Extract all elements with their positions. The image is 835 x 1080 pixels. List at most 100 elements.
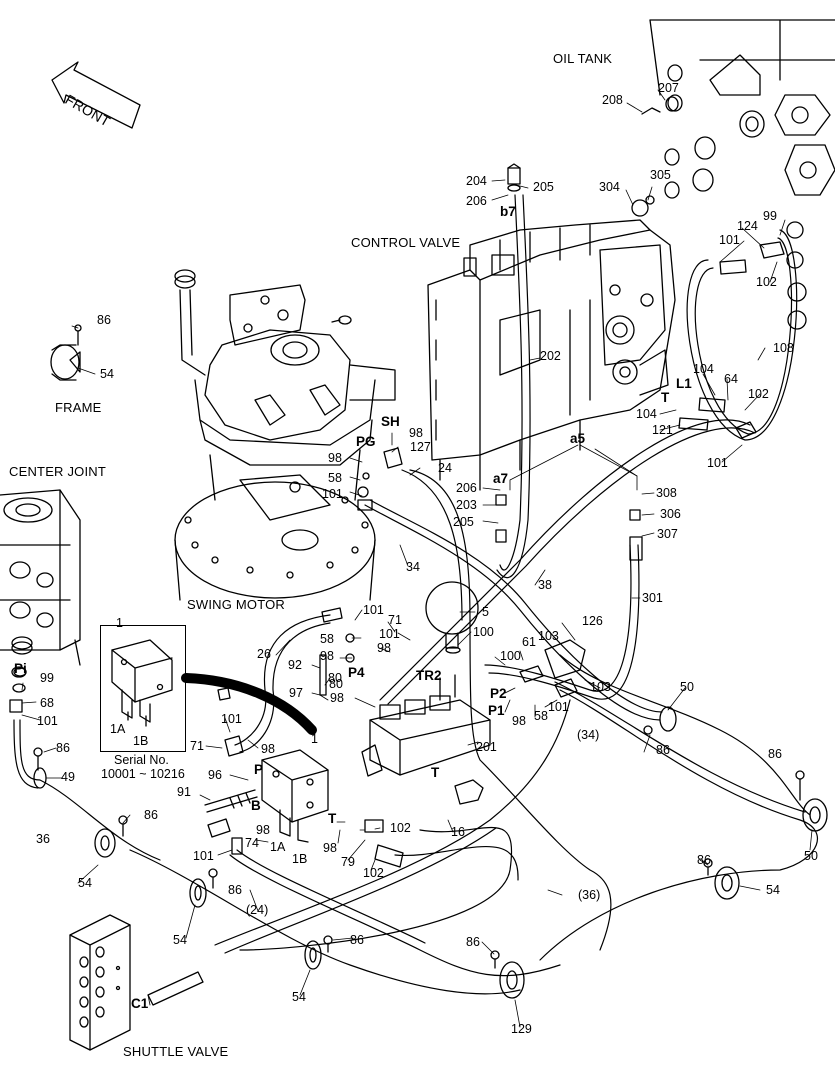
callout-number: 1 bbox=[311, 732, 318, 746]
port-label: P bbox=[254, 762, 264, 777]
callout-number: 54 bbox=[292, 990, 306, 1004]
callout-number: 86 bbox=[56, 741, 70, 755]
port-label: 1B bbox=[292, 852, 308, 866]
callout-number: (36) bbox=[578, 888, 601, 902]
control-valve-title: CONTROL VALVE bbox=[351, 235, 461, 250]
callout-number: 205 bbox=[453, 515, 474, 529]
callout-number: 96 bbox=[208, 768, 222, 782]
inset-port-1a: 1A bbox=[110, 722, 126, 736]
callout-number: 101 bbox=[548, 700, 569, 714]
callout-number: 80 bbox=[328, 671, 342, 685]
port-label: L1 bbox=[676, 376, 692, 391]
swing-motor bbox=[174, 269, 396, 601]
callout-number: 306 bbox=[660, 507, 681, 521]
callout-number: 98 bbox=[377, 641, 391, 655]
callout-number: 91 bbox=[177, 785, 191, 799]
callout-number: 206 bbox=[466, 194, 487, 208]
callout-number: 100 bbox=[500, 649, 521, 663]
callout-number: 104 bbox=[636, 407, 657, 421]
callout-number: 101 bbox=[221, 712, 242, 726]
port-label: SH bbox=[381, 414, 400, 429]
callout-number: 101 bbox=[322, 487, 343, 501]
callout-number: 86 bbox=[144, 808, 158, 822]
callout-number: 101 bbox=[193, 849, 214, 863]
callout-number: 64 bbox=[724, 372, 738, 386]
inset-port-1b: 1B bbox=[133, 734, 149, 748]
port-label: P4 bbox=[348, 665, 365, 680]
callout-number: 58 bbox=[534, 709, 548, 723]
callout-number: 124 bbox=[737, 219, 758, 233]
callout-number: 98 bbox=[512, 714, 526, 728]
callout-number: 102 bbox=[748, 387, 769, 401]
frame-title: FRAME bbox=[55, 400, 102, 415]
fittings bbox=[9, 163, 785, 868]
callout-number: 50 bbox=[680, 680, 694, 694]
callout-number: 101 bbox=[363, 603, 384, 617]
serial-range: 10001 ~ 10216 bbox=[101, 767, 185, 781]
callout-number: 304 bbox=[599, 180, 620, 194]
callout-number: 71 bbox=[388, 613, 402, 627]
callout-number: 50 bbox=[804, 849, 818, 863]
callout-number: 24 bbox=[438, 461, 452, 475]
callout-number: 98 bbox=[261, 742, 275, 756]
callout-number: 49 bbox=[61, 770, 75, 784]
clamps bbox=[33, 706, 828, 999]
callout-number: 101 bbox=[379, 627, 400, 641]
port-label: P1 bbox=[488, 703, 505, 718]
callout-number: 61 bbox=[522, 635, 536, 649]
callout-number: 68 bbox=[40, 696, 54, 710]
accumulator bbox=[425, 581, 479, 654]
inset-part-drawing bbox=[111, 639, 173, 727]
callout-number: (24) bbox=[246, 903, 269, 917]
center-joint-title: CENTER JOINT bbox=[9, 464, 107, 479]
port-label: Pi bbox=[14, 661, 27, 676]
shuttle-valve bbox=[69, 914, 204, 1051]
callout-number: 301 bbox=[642, 591, 663, 605]
callout-number: 102 bbox=[363, 866, 384, 880]
control-valve bbox=[427, 219, 676, 491]
callout-number: 204 bbox=[466, 174, 487, 188]
port-label: a7 bbox=[493, 471, 509, 486]
serial-inset-box bbox=[100, 625, 186, 752]
callout-number: 101 bbox=[37, 714, 58, 728]
callout-number: 102 bbox=[390, 821, 411, 835]
callout-number: 86 bbox=[697, 853, 711, 867]
callout-number: 80 bbox=[329, 677, 343, 691]
callout-number: 86 bbox=[466, 935, 480, 949]
serial-label: Serial No. bbox=[114, 753, 169, 767]
callout-number: 86 bbox=[228, 883, 242, 897]
oil-tank bbox=[631, 19, 835, 330]
callout-number: 86 bbox=[97, 313, 111, 327]
shuttle-valve-title: SHUTTLE VALVE bbox=[123, 1044, 229, 1059]
callout-number: 108 bbox=[773, 341, 794, 355]
front-arrow bbox=[51, 61, 141, 129]
callout-number: 99 bbox=[40, 671, 54, 685]
callout-number: 103 bbox=[538, 629, 559, 643]
callout-number: 129 bbox=[511, 1022, 532, 1036]
center-joint bbox=[0, 489, 81, 666]
port-label: T bbox=[431, 765, 440, 780]
port-label: T bbox=[661, 390, 670, 405]
inset-item-number: 1 bbox=[116, 616, 123, 630]
oil-tank-title: OIL TANK bbox=[553, 51, 613, 66]
callout-number: 74 bbox=[245, 836, 259, 850]
callout-number: 208 bbox=[602, 93, 623, 107]
port-label: P2 bbox=[490, 686, 507, 701]
callout-number: 98 bbox=[320, 649, 334, 663]
callout-number: 98 bbox=[330, 691, 344, 705]
port-label: TR2 bbox=[416, 668, 442, 683]
callout-number: 16 bbox=[451, 825, 465, 839]
callout-number: 5 bbox=[482, 605, 489, 619]
callout-number: 79 bbox=[341, 855, 355, 869]
port-label: C1 bbox=[131, 996, 149, 1011]
callout-number: 305 bbox=[650, 168, 671, 182]
callout-number: 100 bbox=[473, 625, 494, 639]
inset-pointer bbox=[181, 673, 317, 735]
callout-number: 86 bbox=[350, 933, 364, 947]
bolts bbox=[33, 725, 805, 969]
callout-number: 34 bbox=[406, 560, 420, 574]
callout-number: 97 bbox=[289, 686, 303, 700]
port-label: B bbox=[251, 798, 261, 813]
solenoid-valve-201 bbox=[361, 674, 491, 777]
